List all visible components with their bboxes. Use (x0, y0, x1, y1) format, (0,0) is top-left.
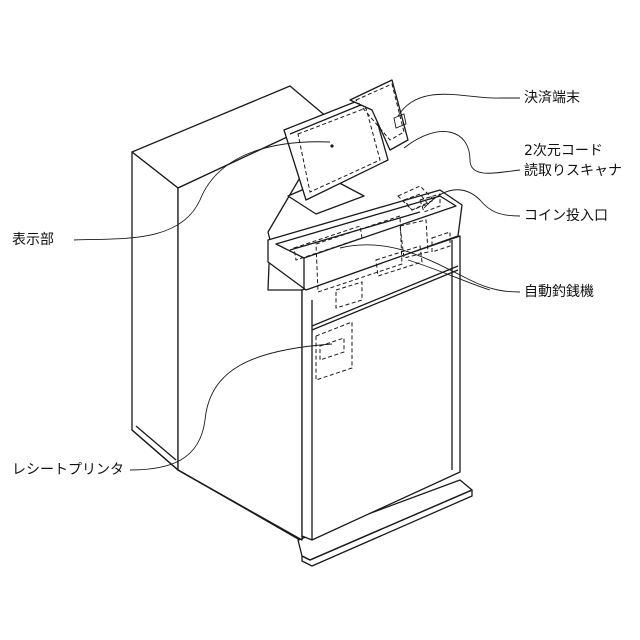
label-qr-scanner-line1: 2次元コード (524, 142, 603, 160)
label-qr-scanner-line2: 読取りスキャナ (524, 162, 622, 180)
label-display: 表示部 (12, 231, 54, 249)
label-payment-terminal: 決済端末 (524, 89, 580, 107)
label-change-machine: 自動釣銭機 (524, 283, 594, 301)
label-receipt-printer: レシートプリンタ (12, 461, 124, 479)
label-coin-slot: コイン投入口 (524, 207, 608, 225)
